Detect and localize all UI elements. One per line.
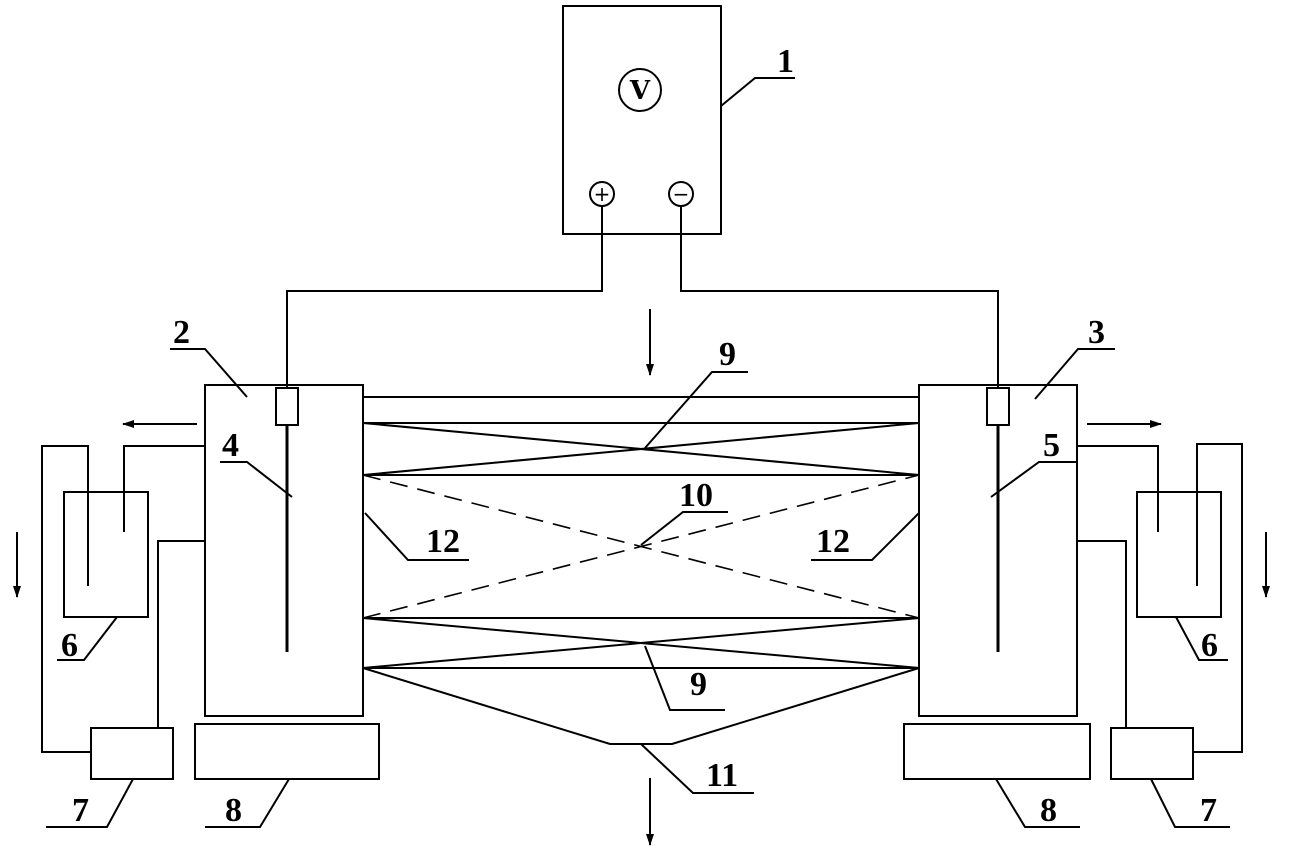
- label-left-electrode: 4: [222, 427, 239, 464]
- labels: 1 2 3 4 5 6 6 7 7 8 8 9 9 10 11 12 12: [61, 43, 1218, 829]
- negative-terminal-sign: −: [673, 182, 690, 206]
- label-left-chamber: 2: [173, 314, 190, 351]
- left-chamber: [204, 384, 364, 717]
- leader-lines: [46, 77, 1230, 828]
- label-left-tank: 6: [61, 627, 78, 664]
- right-circulation: [903, 443, 1270, 780]
- label-right-pump: 7: [1200, 792, 1217, 829]
- voltmeter-icon: [618, 68, 662, 112]
- right-electrode-holder: [986, 387, 1010, 426]
- label-power-supply: 1: [777, 43, 794, 80]
- right-base: [903, 723, 1091, 780]
- power-supply: V + −: [562, 5, 722, 235]
- right-chamber: [918, 384, 1078, 717]
- wires: [286, 206, 999, 388]
- label-left-seal: 12: [426, 523, 460, 560]
- left-electrode-holder: [275, 387, 299, 426]
- label-right-electrode: 5: [1043, 427, 1060, 464]
- left-tank: [63, 491, 149, 618]
- label-membrane-top: 9: [719, 336, 736, 373]
- label-center-channel: 10: [679, 477, 713, 514]
- label-left-base: 8: [225, 792, 242, 829]
- left-base: [194, 723, 380, 780]
- label-membrane-bottom: 9: [690, 666, 707, 703]
- label-right-tank: 6: [1201, 627, 1218, 664]
- right-tank: [1136, 491, 1222, 618]
- label-right-seal: 12: [816, 523, 850, 560]
- positive-terminal-sign: +: [594, 182, 611, 206]
- label-right-base: 8: [1040, 792, 1057, 829]
- label-outlet: 11: [706, 757, 738, 794]
- label-right-chamber: 3: [1088, 314, 1105, 351]
- left-pump: [90, 727, 174, 780]
- label-left-pump: 7: [72, 792, 89, 829]
- membrane-stack: [362, 396, 920, 745]
- left-circulation: [13, 445, 380, 780]
- voltmeter-symbol: V: [629, 76, 651, 106]
- right-pump: [1110, 727, 1194, 780]
